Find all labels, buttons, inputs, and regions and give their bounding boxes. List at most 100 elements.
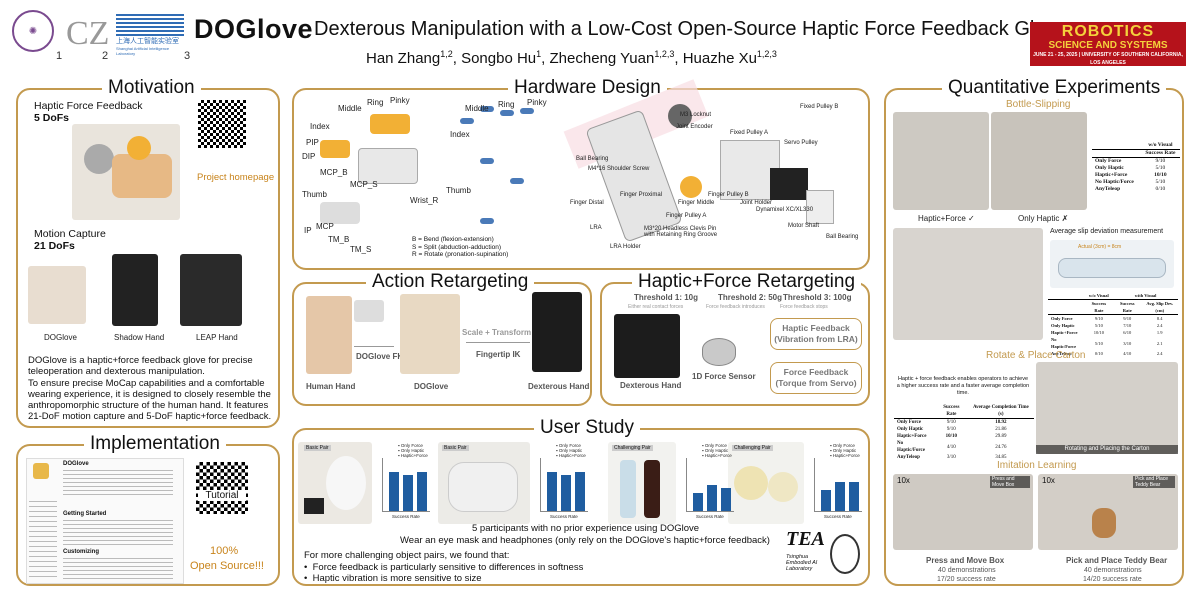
shadow-hand-caption: Shadow Hand <box>114 333 165 342</box>
finger-label-middle: Middle <box>338 104 362 113</box>
hardware-title: Hardware Design <box>508 77 667 99</box>
lab-logo: CZ <box>66 15 110 52</box>
bottle-slipping-title: Bottle-Slipping <box>1006 99 1071 110</box>
haptic-feedback-box: Haptic Feedback(Vibration from LRA) <box>770 318 862 350</box>
bar-1-2 <box>403 474 413 511</box>
project-homepage-label[interactable]: Project homepage <box>197 172 275 183</box>
bar-3-3 <box>721 487 731 511</box>
user-study-axis-2: Success Rate <box>550 514 578 519</box>
doglove-photo <box>28 266 86 324</box>
bar-1-3 <box>417 472 427 511</box>
joint-mcp-b: MCP_B <box>320 168 348 177</box>
logo-affil-2: 2 <box>102 50 109 62</box>
human-hand-label: Human Hand <box>306 382 356 391</box>
part-finger-pulley-b: Finger Pulley B <box>708 192 749 198</box>
haptic-dofs: 5 DoFs <box>34 112 70 124</box>
docs-screenshot: DOGlove Getting Started Customizing <box>26 458 184 584</box>
part-finger-pulley-a: Finger Pulley A <box>666 213 707 219</box>
project-homepage-qr[interactable] <box>198 100 246 148</box>
force-sensor-icon <box>702 338 736 366</box>
study-conditions: Wear an eye mask and headphones (only re… <box>400 535 770 546</box>
user-study-legend-1: ▪ Only Force▪ Only Haptic▪ Haptic+Force <box>398 443 428 458</box>
mocap-dofs: 21 DoFs <box>34 240 75 252</box>
quantitative-title: Quantitative Experiments <box>942 77 1167 99</box>
finger-label-pinky: Pinky <box>390 96 410 105</box>
user-study-bar-chart-2 <box>540 458 588 512</box>
joint-tm-s: TM_S <box>350 245 372 254</box>
user-study-legend-3: ▪ Only Force▪ Only Haptic▪ Haptic+Force <box>702 443 732 458</box>
user-study-axis-4: Success Rate <box>824 514 852 519</box>
motivation-para-1: DOGlove is a haptic+force feedback glove… <box>28 355 253 377</box>
user-study-bar-chart-4 <box>814 458 862 512</box>
part-dynamixel: Dynamixel XC/XL330 <box>756 207 814 213</box>
part-motor-shaft: Motor Shaft <box>788 223 820 229</box>
motivation-para-2: To ensure precise MoCap capabilities and… <box>28 378 272 422</box>
logo-affil-1: 1 <box>56 50 63 62</box>
logo-affil-3: 3 <box>184 50 191 62</box>
threshold-3: Threshold 3: 100g <box>783 293 852 302</box>
bar-4-1 <box>821 490 831 511</box>
tutorial-label[interactable]: Tutorial <box>198 490 246 501</box>
threshold-note-3: Force feedback stops <box>780 304 828 310</box>
part-finger-distal: Finger Distal <box>570 200 604 206</box>
finger-label-thumb: Thumb <box>302 190 327 199</box>
poster-header: ✺ 1 CZ 2 上海人工智能实验室 Shanghai Artificial I… <box>0 0 1199 80</box>
force-feedback-box: Force Feedback(Torque from Servo) <box>770 362 862 394</box>
bottle-photo-haptic-force <box>893 112 989 210</box>
dynamixel-servo-part <box>770 168 808 200</box>
tree-label-thumb: Thumb <box>446 186 471 195</box>
part-ball-bearing-2: Ball Bearing <box>576 156 609 162</box>
task-2-demos: 40 demonstrations <box>1084 567 1142 574</box>
joint-pip: PIP <box>306 138 319 147</box>
motor-shaft-part <box>806 190 834 224</box>
bottle-slip-diagram: Actual (3cm) = 8cm <box>1050 240 1174 288</box>
joint-tm-b: TM_B <box>328 235 350 244</box>
pair-1-photo: Basic Pair <box>298 442 372 524</box>
press-move-box-photo: 10x Press and Move Box <box>893 474 1033 550</box>
threshold-note-2: Force feedback introduces <box>706 304 765 310</box>
pair-3-photo: Challenging Pair <box>608 442 676 524</box>
fk-arrow <box>354 346 394 347</box>
implementation-title: Implementation <box>84 433 226 455</box>
shadow-hand-photo <box>112 254 158 326</box>
joint-encoder-part <box>668 104 692 128</box>
glove-cad-diagram <box>300 100 448 250</box>
task-2-rate: 14/20 success rate <box>1083 576 1142 583</box>
part-lra-holder: LRA Holder <box>610 244 641 250</box>
tsinghua-logo: ✺ <box>12 10 54 52</box>
imitation-learning-title: Imitation Learning <box>997 460 1077 471</box>
tutorial-qr[interactable] <box>196 462 248 514</box>
author-list: Han Zhang1,2, Songbo Hu1, Zhecheng Yuan1… <box>366 49 777 67</box>
user-study-bar-chart-3 <box>686 458 734 512</box>
bottle-photo-only-haptic <box>991 112 1087 210</box>
haptic-dexterous-hand-photo <box>614 314 680 378</box>
doglove-fk-label: DOGlove FK <box>356 352 404 361</box>
finger-pulley-part <box>680 176 702 198</box>
joint-mcp: MCP <box>316 222 334 231</box>
pair-4-photo: Challenging Pair <box>728 442 804 524</box>
dexterous-hand-label: Dexterous Hand <box>528 382 590 391</box>
haptic-label: Haptic Force Feedback <box>34 100 143 112</box>
open-source-pct: 100% <box>210 545 239 557</box>
tea-lab-logo: TEA Tsinghua Embodied AI Laboratory <box>786 528 862 582</box>
user-study-legend-2: ▪ Only Force▪ Only Haptic▪ Haptic+Force <box>556 443 586 458</box>
study-participants: 5 participants with no prior experience … <box>472 523 700 534</box>
task-1-rate: 17/20 success rate <box>937 576 996 583</box>
fingertip-ik-label: Fingertip IK <box>476 350 521 359</box>
teddy-bear-photo: 10x Pick and Place Teddy Bear <box>1038 474 1178 550</box>
bar-4-3 <box>849 482 859 511</box>
part-fixed-pulley-a: Fixed Pulley A <box>730 130 769 136</box>
bottle-label-success: Haptic+Force ✓ <box>918 214 975 223</box>
finger-label-index: Index <box>310 122 330 131</box>
shanghai-ai-lab-logo: 上海人工智能实验室 Shanghai Artificial Intelligen… <box>116 14 184 58</box>
leap-hand-caption: LEAP Hand <box>196 333 238 342</box>
user-study-legend-4: ▪ Only Force▪ Only Haptic▪ Haptic+Force <box>830 443 860 458</box>
part-joint-holder: Joint Holder <box>740 200 773 206</box>
mocap-label: Motion Capture <box>34 228 106 240</box>
joint-dip: DIP <box>302 152 316 161</box>
avg-slip-title: Average slip deviation measurement <box>1050 228 1164 235</box>
part-joint-encoder: Joint Encoder <box>676 124 713 130</box>
haptic-dexterous-hand-label: Dexterous Hand <box>620 381 682 390</box>
doglove-fk-icon <box>354 300 384 322</box>
